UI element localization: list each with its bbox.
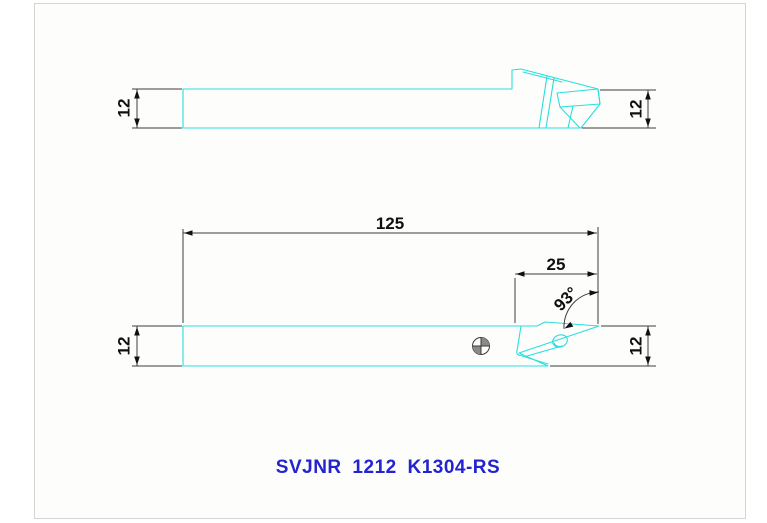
screw-cross-icon xyxy=(472,337,490,355)
side-view xyxy=(182,321,600,367)
dim-height-side-view-right-label: 12 xyxy=(627,337,646,356)
side-view-pocket-back-edge xyxy=(516,325,522,352)
insert-hole xyxy=(552,334,568,348)
dim-height-top-view-left-label: 12 xyxy=(115,99,134,118)
dim-height-side-view-right: 12 xyxy=(550,325,656,367)
dim-overall-length: 125 xyxy=(182,214,599,324)
sheet-border xyxy=(34,3,746,519)
dim-head-length: 25 xyxy=(514,255,597,323)
clamp-screw-symbol xyxy=(472,337,490,355)
insert-hole-inner-arc xyxy=(553,342,561,348)
dim-height-top-view-right-label: 12 xyxy=(627,100,646,119)
side-view-outline xyxy=(182,321,600,367)
dim-height-side-view-left: 12 xyxy=(115,325,182,367)
side-view-pocket-fillet xyxy=(516,350,523,356)
screw-quadrant-ne xyxy=(481,337,490,346)
top-view-clamp-lines xyxy=(538,75,555,129)
screw-quadrant-sw xyxy=(472,346,481,355)
dim-height-top-view-left: 12 xyxy=(115,88,182,129)
dim-height-side-view-left-label: 12 xyxy=(115,337,134,356)
dim-height-top-view-right: 12 xyxy=(582,89,656,129)
top-view-end-face-lines xyxy=(559,105,581,129)
dim-head-length-label: 25 xyxy=(547,255,566,274)
top-view-insert-outline xyxy=(556,88,601,108)
top-view xyxy=(182,68,601,129)
dim-overall-length-label: 125 xyxy=(376,214,404,233)
side-view-seat-edges xyxy=(521,345,563,365)
top-view-clamp-top-edge xyxy=(522,71,563,83)
tool-designation-title: SVJNR 1212 K1304-RS xyxy=(276,457,500,478)
